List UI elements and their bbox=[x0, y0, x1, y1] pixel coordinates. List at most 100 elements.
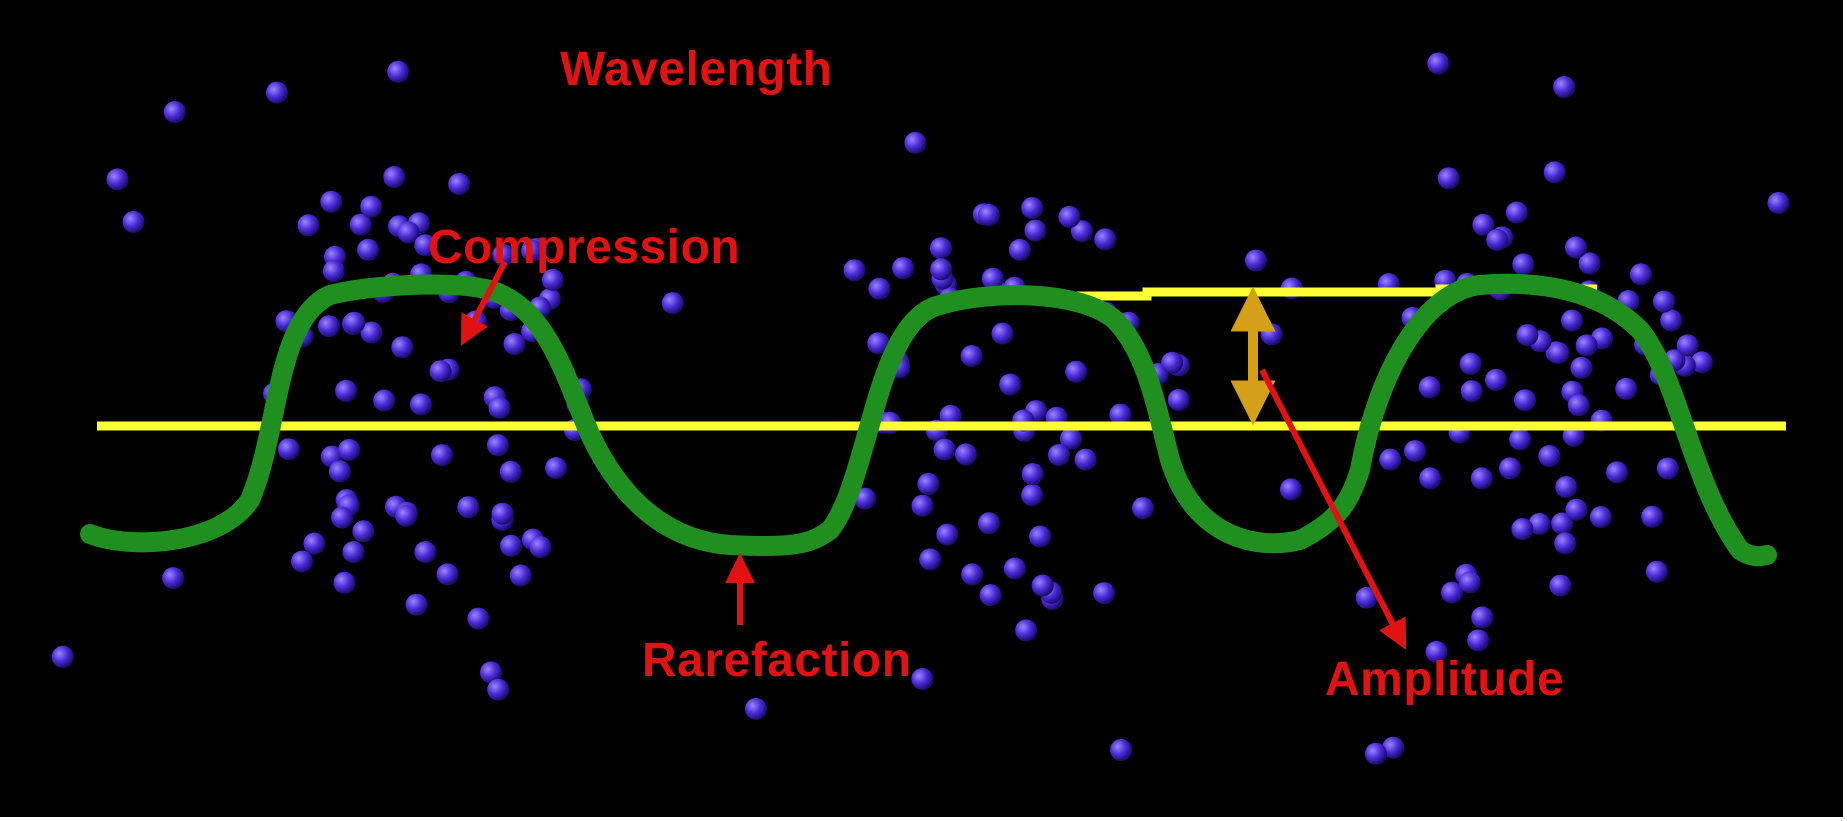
particle-dot-icon bbox=[1365, 742, 1387, 765]
particle-dot-icon bbox=[1554, 532, 1577, 555]
particle-dot-icon bbox=[414, 541, 437, 563]
amplitude-label: Amplitude bbox=[1325, 653, 1564, 706]
particle-dot-icon bbox=[266, 81, 288, 104]
particle-dot-icon bbox=[991, 322, 1014, 345]
particle-dot-icon bbox=[1008, 238, 1031, 261]
particle-dot-icon bbox=[277, 438, 300, 461]
particle-dot-icon bbox=[745, 697, 767, 720]
particle-dot-icon bbox=[1093, 582, 1116, 605]
particle-dot-icon bbox=[1606, 461, 1628, 484]
particle-dot-icon bbox=[1641, 505, 1664, 528]
particle-dot-icon bbox=[1514, 389, 1536, 412]
particle-dot-icon bbox=[1024, 219, 1047, 242]
amplitude-pointer bbox=[1259, 368, 1407, 651]
particle-dot-icon bbox=[981, 267, 1004, 290]
compression-label: Compression bbox=[428, 221, 740, 274]
particle-dot-icon bbox=[431, 444, 453, 467]
particle-dot-icon bbox=[1458, 571, 1481, 594]
particle-dot-icon bbox=[1486, 228, 1509, 251]
particle-dot-icon bbox=[1109, 403, 1132, 426]
particle-dot-icon bbox=[930, 258, 953, 281]
particle-dot-icon bbox=[1279, 478, 1302, 501]
particle-dot-icon bbox=[933, 438, 956, 461]
particle-dot-icon bbox=[1656, 457, 1679, 480]
particle-dot-icon bbox=[357, 238, 380, 261]
particle-dot-icon bbox=[488, 396, 511, 419]
particle-dot-icon bbox=[1676, 334, 1699, 357]
particle-dot-icon bbox=[322, 260, 345, 283]
particle-dot-icon bbox=[1003, 557, 1026, 580]
particle-dot-icon bbox=[162, 567, 185, 590]
particle-dot-icon bbox=[1021, 197, 1044, 219]
wavelength-label: Wavelength bbox=[560, 43, 833, 96]
particle-dot-icon bbox=[410, 393, 432, 416]
particle-dot-icon bbox=[343, 311, 366, 334]
particle-dot-icon bbox=[917, 472, 940, 495]
particle-dot-icon bbox=[1629, 263, 1652, 286]
particle-dot-icon bbox=[1015, 619, 1038, 642]
particle-dot-icon bbox=[318, 315, 340, 338]
particle-dot-icon bbox=[1485, 368, 1507, 391]
particle-dot-icon bbox=[414, 234, 437, 257]
particle-dot-icon bbox=[405, 593, 428, 616]
rarefaction-label: Rarefaction bbox=[642, 634, 912, 687]
particle-dot-icon bbox=[1547, 342, 1570, 364]
particle-dot-icon bbox=[333, 571, 356, 594]
particle-dot-icon bbox=[1551, 512, 1574, 535]
particle-dot-icon bbox=[1543, 161, 1566, 184]
particle-dot-icon bbox=[1459, 352, 1482, 375]
particle-dot-icon bbox=[448, 173, 471, 195]
particle-dot-icon bbox=[492, 244, 515, 266]
particle-dot-icon bbox=[1767, 192, 1790, 214]
particle-dot-icon bbox=[867, 332, 890, 355]
particle-dot-icon bbox=[360, 195, 383, 218]
particle-dot-icon bbox=[467, 607, 490, 630]
particle-dot-icon bbox=[1021, 463, 1044, 485]
particle-dot-icon bbox=[1645, 560, 1668, 583]
particle-dot-icon bbox=[500, 534, 522, 557]
particle-dot-icon bbox=[1516, 324, 1539, 347]
particle-dot-icon bbox=[1260, 323, 1283, 346]
particle-dot-icon bbox=[977, 203, 1000, 226]
particle-dot-icon bbox=[1578, 252, 1601, 275]
particle-dot-icon bbox=[1379, 448, 1402, 471]
particle-dot-icon bbox=[349, 213, 372, 236]
particle-dot-icon bbox=[373, 389, 396, 412]
particle-dot-icon bbox=[457, 496, 480, 519]
particle-dot-icon bbox=[1245, 249, 1267, 272]
particle-dot-icon bbox=[1427, 52, 1450, 75]
particle-dot-icon bbox=[545, 457, 568, 479]
particle-dot-icon bbox=[383, 166, 406, 188]
particle-dot-icon bbox=[1021, 484, 1044, 507]
particle-dot-icon bbox=[661, 292, 684, 315]
particle-dot-icon bbox=[1058, 205, 1081, 228]
particle-dot-icon bbox=[360, 321, 383, 344]
particle-dot-icon bbox=[1528, 512, 1551, 535]
particle-dot-icon bbox=[1549, 574, 1572, 597]
particle-dot-icon bbox=[904, 131, 927, 154]
particle-dot-icon bbox=[391, 336, 414, 359]
particle-dot-icon bbox=[51, 645, 74, 668]
particle-dot-icon bbox=[1404, 440, 1427, 462]
particle-dot-icon bbox=[338, 438, 361, 461]
particle-dot-icon bbox=[499, 460, 522, 483]
particle-dot-icon bbox=[1441, 581, 1464, 604]
particle-dot-icon bbox=[320, 190, 343, 213]
particle-dot-icon bbox=[1538, 445, 1561, 467]
particle-dot-icon bbox=[978, 512, 1000, 535]
particle-dot-icon bbox=[1029, 525, 1052, 548]
particle-dot-icon bbox=[303, 532, 326, 555]
particle-dot-icon bbox=[436, 563, 459, 586]
particle-dot-icon bbox=[1419, 467, 1442, 490]
particle-dot-icon bbox=[939, 404, 962, 427]
particle-dot-icon bbox=[1467, 629, 1490, 652]
particle-dot-icon bbox=[335, 379, 358, 402]
particle-dot-icon bbox=[297, 214, 320, 237]
particle-dot-icon bbox=[291, 550, 314, 573]
particle-dot-icon bbox=[1471, 606, 1494, 629]
particle-dot-icon bbox=[1505, 201, 1528, 224]
particle-dot-icon bbox=[395, 504, 418, 527]
particle-dot-icon bbox=[487, 678, 510, 701]
